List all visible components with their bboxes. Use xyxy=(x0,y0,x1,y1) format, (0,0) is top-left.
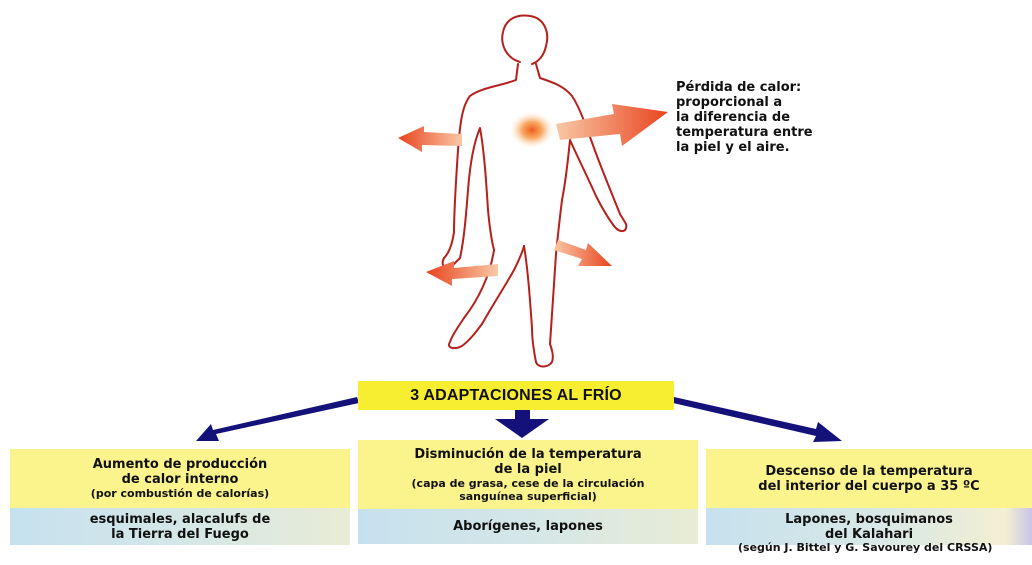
navy-arrow-down-icon xyxy=(495,410,549,438)
adaptation-main-line: Descenso de la temperatura xyxy=(765,464,972,479)
adaptation-sub-line: sanguínea superficial) xyxy=(459,490,597,503)
peoples-line: esquimales, alacalufs de xyxy=(90,512,271,527)
peoples-line: la Tierra del Fuego xyxy=(111,527,249,542)
adaptation-description: Disminución de la temperatura de la piel… xyxy=(358,440,698,509)
source-credit: (según J. Bittel y G. Savourey del CRSSA… xyxy=(738,541,1032,554)
adaptation-main-line: del interior del cuerpo a 35 ºC xyxy=(758,479,979,494)
heat-loss-note-line: Pérdida de calor: xyxy=(676,80,856,95)
peoples-line: Aborígenes, lapones xyxy=(453,519,603,534)
adaptation-box-core-temperature: Descenso de la temperatura del interior … xyxy=(706,449,1032,545)
adaptation-main-line: Aumento de producción xyxy=(93,457,268,472)
heat-loss-note-line: la diferencia de xyxy=(676,110,856,125)
adaptation-peoples: esquimales, alacalufs de la Tierra del F… xyxy=(10,508,350,545)
heat-glow-icon xyxy=(510,112,554,148)
adaptation-main-line: Disminución de la temperatura xyxy=(414,447,641,462)
heat-loss-note: Pérdida de calor: proporcional a la dife… xyxy=(676,80,856,155)
adaptations-title: 3 ADAPTACIONES AL FRÍO xyxy=(358,381,674,410)
heat-loss-arrow-left-upper xyxy=(398,126,462,152)
heat-loss-arrow-right-lower xyxy=(554,240,612,266)
adaptation-peoples: Lapones, bosquimanos del Kalahari xyxy=(706,508,1032,545)
heat-loss-arrow-left-lower xyxy=(426,261,498,286)
adaptation-box-internal-heat: Aumento de producción de calor interno (… xyxy=(10,449,350,545)
peoples-line: Lapones, bosquimanos xyxy=(785,512,953,527)
adaptation-sub-line: (por combustión de calorías) xyxy=(91,487,269,500)
navy-arrow-left-icon xyxy=(196,397,359,441)
adaptation-main-line: de calor interno xyxy=(122,472,239,487)
adaptation-description: Aumento de producción de calor interno (… xyxy=(10,449,350,508)
peoples-line: del Kalahari xyxy=(825,527,913,542)
adaptation-main-line: de la piel xyxy=(494,462,561,477)
adaptation-peoples: Aborígenes, lapones xyxy=(358,509,698,544)
adaptation-description: Descenso de la temperatura del interior … xyxy=(706,449,1032,508)
adaptation-sub-line: (capa de grasa, cese de la circulación xyxy=(412,477,645,490)
adaptation-box-skin-temperature: Disminución de la temperatura de la piel… xyxy=(358,440,698,544)
navy-arrow-right-icon xyxy=(673,397,842,442)
heat-loss-note-line: proporcional a xyxy=(676,95,856,110)
heat-loss-note-line: la piel y el aire. xyxy=(676,140,856,155)
human-figure-outline-icon xyxy=(443,16,627,367)
heat-loss-note-line: temperatura entre xyxy=(676,125,856,140)
heat-loss-arrow-right-big xyxy=(556,104,668,146)
